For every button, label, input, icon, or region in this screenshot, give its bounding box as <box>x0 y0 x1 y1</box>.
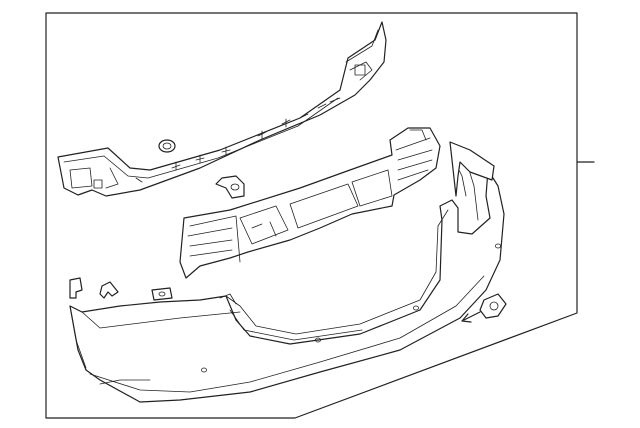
bumper-cover <box>69 141 505 403</box>
retainer-left-2 <box>99 281 119 299</box>
clip-round <box>158 139 176 153</box>
bracket-small <box>215 175 245 199</box>
retainer-clip <box>151 287 173 301</box>
reinforcement-beam <box>57 21 387 197</box>
retainer-left-1 <box>69 277 83 299</box>
diagram-frame <box>45 12 578 419</box>
energy-absorber <box>179 127 441 279</box>
tow-hook-cap <box>461 293 507 323</box>
